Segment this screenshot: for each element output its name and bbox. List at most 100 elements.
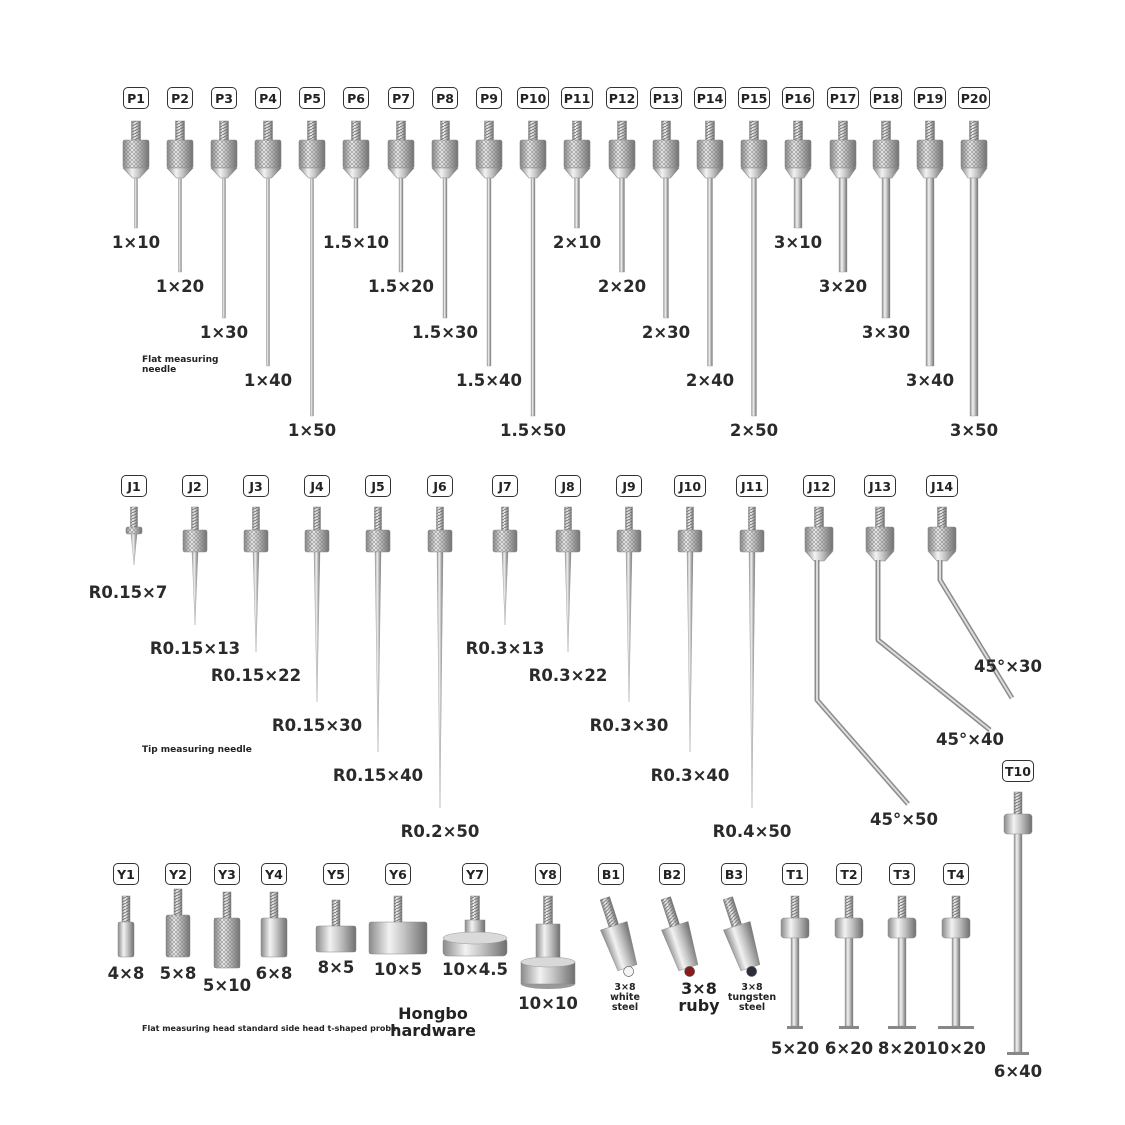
dim-y3: 5×10 bbox=[202, 976, 252, 995]
badge-p15: P15 bbox=[738, 87, 770, 109]
badge-y8: Y8 bbox=[535, 863, 561, 885]
material-1-b3: tungsten bbox=[727, 992, 777, 1003]
badge-p7: P7 bbox=[388, 87, 414, 109]
flat-needle-p5-thread bbox=[307, 121, 317, 141]
brand-name: Hongbo hardware bbox=[390, 1005, 476, 1039]
badge-p12: P12 bbox=[606, 87, 638, 109]
dim-t2: 6×20 bbox=[824, 1039, 874, 1058]
flat-needle-p19-stem bbox=[925, 177, 935, 367]
flat-needle-p1-taper bbox=[122, 167, 150, 179]
t-probe-t10-foot bbox=[1007, 1052, 1029, 1055]
material-2-b1: steel bbox=[611, 1002, 639, 1013]
t-probe-t4-thread bbox=[952, 896, 960, 920]
badge-j5: J5 bbox=[365, 475, 391, 497]
flat-needle-p16-knurl bbox=[785, 140, 811, 168]
t-probe-t10-thread bbox=[1014, 792, 1022, 816]
flat-needle-p17-knurl bbox=[830, 140, 856, 168]
tip-needle-j5-knurl bbox=[366, 530, 390, 552]
badge-p5: P5 bbox=[299, 87, 325, 109]
badge-p18: P18 bbox=[870, 87, 902, 109]
head-y7-thread bbox=[470, 896, 480, 922]
dim-j11: R0.4×50 bbox=[712, 822, 792, 841]
tip-needle-j12-taper bbox=[804, 550, 834, 562]
dim-j7: R0.3×13 bbox=[465, 639, 545, 658]
flat-needle-p4-knurl bbox=[255, 140, 281, 168]
dim-j1: R0.15×7 bbox=[88, 583, 168, 602]
flat-needle-p14-thread bbox=[705, 121, 715, 141]
flat-needle-p1-thread bbox=[131, 121, 141, 141]
tip-needle-j4-point bbox=[313, 551, 321, 703]
flat-needle-p18-thread bbox=[881, 121, 891, 141]
tip-needle-j3-knurl bbox=[244, 530, 268, 552]
badge-t3: T3 bbox=[889, 863, 915, 885]
dim-p17: 3×20 bbox=[818, 277, 868, 296]
head-y8-thread bbox=[543, 896, 553, 926]
dim-y7: 10×4.5 bbox=[441, 960, 509, 979]
flat-needle-p17-taper bbox=[829, 167, 857, 179]
flat-needle-p13-stem bbox=[663, 177, 669, 319]
dim-p13: 2×30 bbox=[641, 323, 691, 342]
badge-y6: Y6 bbox=[385, 863, 411, 885]
tip-needle-j8-thread bbox=[564, 507, 572, 531]
badge-j13: J13 bbox=[864, 475, 896, 497]
dim-b2: 3×8 bbox=[681, 979, 717, 998]
dim-t10: 6×40 bbox=[993, 1062, 1043, 1081]
badge-p6: P6 bbox=[343, 87, 369, 109]
head-y7-disc-top bbox=[442, 931, 508, 945]
badge-p19: P19 bbox=[914, 87, 946, 109]
flat-needle-p3-knurl bbox=[211, 140, 237, 168]
material-1-b1: white bbox=[610, 992, 640, 1003]
badge-b1: B1 bbox=[598, 863, 624, 885]
flat-needle-p17-thread bbox=[838, 121, 848, 141]
flat-needle-p20-thread bbox=[969, 121, 979, 141]
flat-needle-p12-taper bbox=[608, 167, 636, 179]
flat-needle-p20-knurl bbox=[961, 140, 987, 168]
flat-needle-p13-taper bbox=[652, 167, 680, 179]
t-probe-t10-collar bbox=[1003, 813, 1033, 835]
flat-needle-p6-taper bbox=[342, 167, 370, 179]
badge-y3: Y3 bbox=[214, 863, 240, 885]
dim-j2: R0.15×13 bbox=[149, 639, 241, 658]
t-probe-t1-collar bbox=[780, 917, 810, 939]
dim-p1: 1×10 bbox=[111, 233, 161, 252]
tip-needle-j1-thread bbox=[130, 507, 138, 527]
tip-needle-j9-knurl bbox=[617, 530, 641, 552]
brand-line-2: hardware bbox=[390, 1021, 476, 1040]
tip-needle-j10-point bbox=[686, 551, 694, 753]
tip-needle-j2-point bbox=[191, 551, 199, 626]
badge-p9: P9 bbox=[476, 87, 502, 109]
badge-j2: J2 bbox=[182, 475, 208, 497]
flat-needle-p14-stem bbox=[707, 177, 713, 367]
dim-y8: 10×10 bbox=[518, 994, 578, 1013]
tip-needle-j2-thread bbox=[191, 507, 199, 531]
flat-needle-p11-stem bbox=[574, 177, 580, 229]
flat-needle-p12-stem bbox=[619, 177, 625, 273]
dim-p16: 3×10 bbox=[773, 233, 823, 252]
head-y1-body bbox=[117, 921, 135, 958]
tip-needle-j14-shaft bbox=[937, 560, 1015, 700]
badge-p13: P13 bbox=[650, 87, 682, 109]
badge-y1: Y1 bbox=[113, 863, 139, 885]
flat-needle-p20-taper bbox=[960, 167, 988, 179]
badge-y2: Y2 bbox=[165, 863, 191, 885]
flat-needle-p15-stem bbox=[751, 177, 757, 417]
t-probe-t3-shaft bbox=[897, 937, 907, 1027]
flat-needle-p2-taper bbox=[166, 167, 194, 179]
tip-needle-j14-knurl bbox=[928, 527, 956, 551]
flat-needle-p16-thread bbox=[793, 121, 803, 141]
badge-j7: J7 bbox=[492, 475, 518, 497]
head-y5-body bbox=[315, 925, 357, 953]
flat-needle-p18-taper bbox=[872, 167, 900, 179]
ball-head-b2 bbox=[660, 896, 699, 977]
t-probe-t3-thread bbox=[898, 896, 906, 920]
head-y4-thread bbox=[270, 892, 278, 919]
badge-p16: P16 bbox=[782, 87, 814, 109]
flat-needle-p9-taper bbox=[475, 167, 503, 179]
flat-needle-p4-stem bbox=[266, 177, 270, 367]
t-probe-t2-foot bbox=[839, 1026, 859, 1029]
t-probe-t2-thread bbox=[845, 896, 853, 920]
t-probe-t3-foot bbox=[888, 1026, 916, 1029]
badge-y4: Y4 bbox=[261, 863, 287, 885]
flat-needle-p3-thread bbox=[219, 121, 229, 141]
